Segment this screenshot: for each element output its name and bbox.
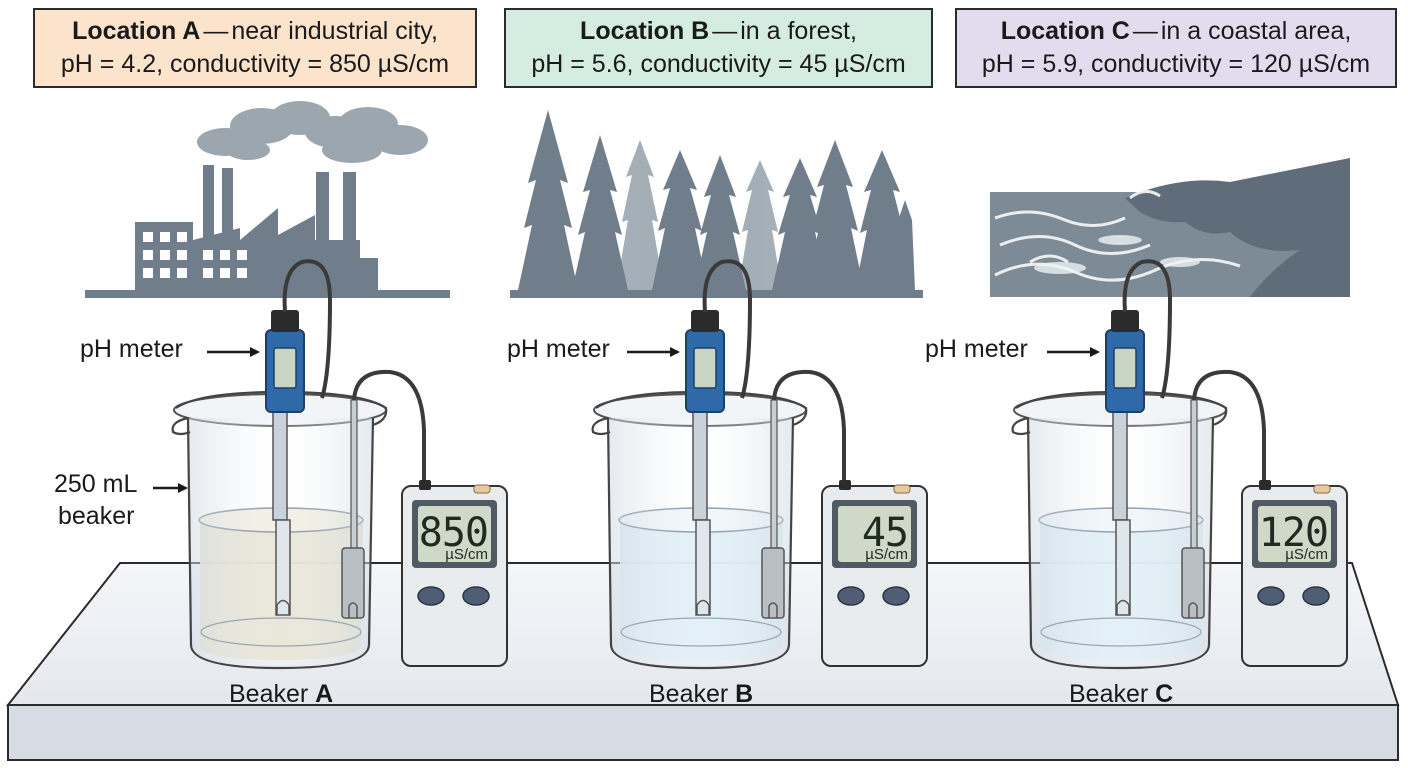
meter-button-right-c bbox=[1302, 586, 1330, 606]
conductivity-probe-rod-b bbox=[770, 399, 778, 551]
beaker-spout-a bbox=[171, 416, 191, 436]
meter-jack-a bbox=[419, 480, 431, 490]
conductivity-probe-tip-b bbox=[761, 547, 785, 619]
conductivity-probe-tip-c bbox=[1181, 547, 1205, 619]
location-b-desc: in a forest, bbox=[740, 17, 857, 45]
ph-cable-a bbox=[282, 259, 333, 399]
meter-reading-a: 850 bbox=[419, 510, 488, 556]
beaker-spout-c bbox=[1011, 416, 1031, 436]
ph-probe-shaft-a bbox=[272, 394, 288, 521]
factory-windows bbox=[143, 232, 247, 278]
beaker-c-label: Beaker C bbox=[1069, 680, 1173, 709]
beaker-b-label: Beaker B bbox=[649, 680, 753, 709]
meter-power-button-c bbox=[1313, 484, 1331, 494]
meter-unit-c: µS/cm bbox=[1285, 546, 1328, 563]
ph-probe-shaft-b bbox=[692, 394, 708, 521]
meter-unit-a: µS/cm bbox=[445, 546, 488, 563]
location-c-name: Location C bbox=[1000, 17, 1130, 45]
ph-meter-label-c: pH meter bbox=[925, 335, 1028, 363]
conductivity-probe-rod-a bbox=[350, 399, 358, 551]
ph-probe-cap-a bbox=[271, 310, 299, 332]
factory-silhouette bbox=[85, 101, 450, 298]
beaker-a-label: Beaker A bbox=[229, 680, 333, 709]
conductivity-cable-c bbox=[1192, 369, 1266, 482]
smoke-cloud bbox=[197, 101, 428, 163]
ph-cable-b bbox=[702, 259, 753, 399]
beaker-spout-b bbox=[591, 416, 611, 436]
conductivity-probe-tip-a bbox=[341, 547, 365, 619]
meter-reading-c: 120 bbox=[1259, 510, 1328, 556]
meter-button-right-a bbox=[462, 586, 490, 606]
ph-probe-display-c bbox=[1113, 347, 1137, 389]
location-a-values: pH = 4.2, conductivity = 850 µS/cm bbox=[60, 50, 450, 78]
meter-button-left-c bbox=[1257, 586, 1285, 606]
meter-button-right-b bbox=[882, 586, 910, 606]
meter-reading-b: 45 bbox=[862, 510, 908, 556]
location-c-desc: in a coastal area, bbox=[1160, 17, 1352, 45]
location-a-box: Location A—near industrial city, pH = 4.… bbox=[33, 8, 477, 88]
forest-silhouette bbox=[510, 110, 923, 298]
beaker-b-prefix: Beaker bbox=[649, 680, 729, 708]
meter-display-c bbox=[1258, 506, 1331, 562]
location-a-dash: — bbox=[203, 17, 229, 45]
beaker-word-label: beaker bbox=[58, 502, 135, 530]
beaker-c-prefix: Beaker bbox=[1069, 680, 1149, 708]
ph-probe-display-b bbox=[693, 347, 717, 389]
beaker-b-letter: B bbox=[735, 680, 754, 708]
ph-probe-cap-b bbox=[691, 310, 719, 332]
beaker-volume-label: 250 mL bbox=[54, 470, 138, 498]
ph-meter-label-b: pH meter bbox=[507, 335, 610, 363]
location-b-dash: — bbox=[712, 17, 738, 45]
meter-display-a bbox=[418, 506, 491, 562]
meter-button-left-b bbox=[837, 586, 865, 606]
location-c-values: pH = 5.9, conductivity = 120 µS/cm bbox=[981, 50, 1371, 78]
location-b-values: pH = 5.6, conductivity = 45 µS/cm bbox=[531, 50, 906, 78]
location-b-box: Location B—in a forest, pH = 5.6, conduc… bbox=[504, 8, 933, 88]
beaker-c-letter: C bbox=[1155, 680, 1174, 708]
meter-display-b bbox=[838, 506, 911, 562]
ph-probe-display-a bbox=[273, 347, 297, 389]
ph-probe-shaft-c bbox=[1112, 394, 1128, 521]
conductivity-cable-b bbox=[772, 369, 846, 482]
ph-probe-cap-c bbox=[1111, 310, 1139, 332]
location-b-name: Location B bbox=[580, 17, 710, 45]
ph-cable-c bbox=[1122, 259, 1173, 399]
location-c-box: Location C—in a coastal area, pH = 5.9, … bbox=[955, 8, 1397, 88]
meter-jack-c bbox=[1259, 480, 1271, 490]
meter-jack-b bbox=[839, 480, 851, 490]
location-c-dash: — bbox=[1132, 17, 1158, 45]
location-a-desc: near industrial city, bbox=[231, 17, 438, 45]
conductivity-cable-a bbox=[352, 369, 426, 482]
location-a-name: Location A bbox=[72, 17, 201, 45]
beaker-a-letter: A bbox=[315, 680, 334, 708]
conductivity-probe-rod-c bbox=[1190, 399, 1198, 551]
coast-silhouette bbox=[990, 158, 1350, 297]
meter-unit-b: µS/cm bbox=[865, 546, 908, 563]
ph-meter-label-a: pH meter bbox=[80, 335, 183, 363]
meter-power-button-b bbox=[893, 484, 911, 494]
meter-button-left-a bbox=[417, 586, 445, 606]
beaker-a-prefix: Beaker bbox=[229, 680, 309, 708]
meter-power-button-a bbox=[473, 484, 491, 494]
